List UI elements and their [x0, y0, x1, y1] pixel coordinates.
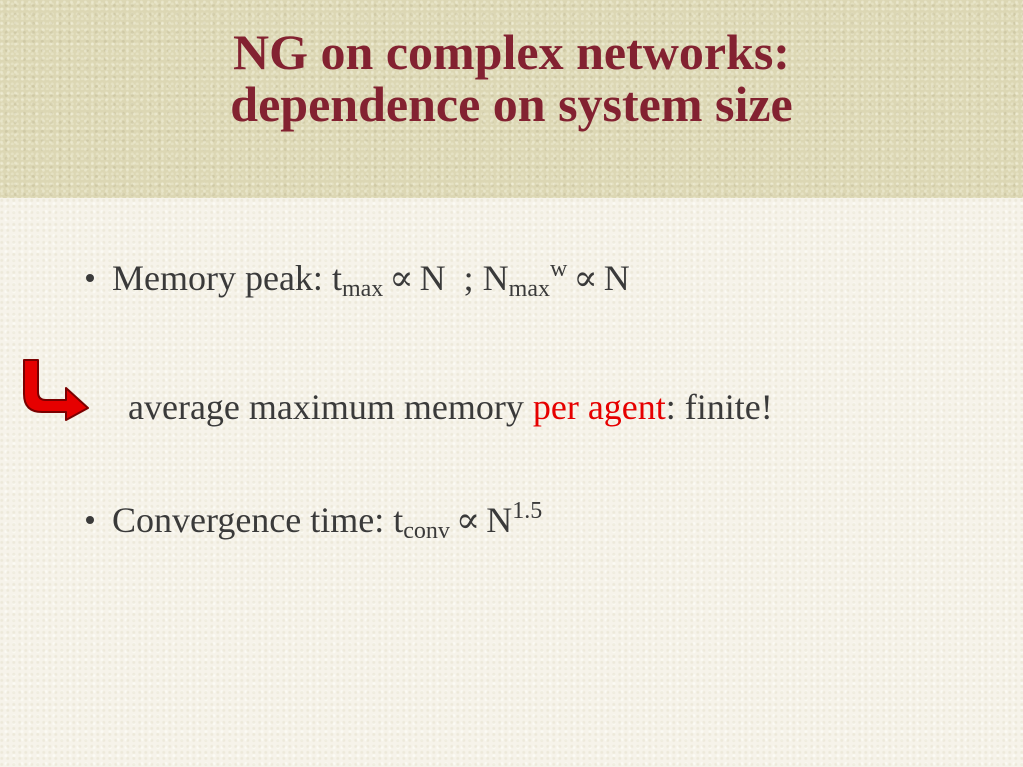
conclusion-pre: average maximum memory: [128, 387, 533, 427]
proportional-symbol-2: ∝: [573, 258, 598, 298]
convergence-exponent: 1.5: [512, 498, 543, 524]
bullet-memory-peak: Memory peak: tmax∝N ; Nmaxw∝N: [86, 256, 630, 303]
conclusion-post: : finite!: [665, 387, 773, 427]
nmax-subscript: max: [508, 276, 550, 302]
slide-title: NG on complex networks: dependence on sy…: [0, 26, 1023, 130]
memory-peak-prefix: Memory peak: t: [112, 258, 342, 298]
per-agent-highlight: per agent: [532, 387, 666, 427]
convergence-prefix: Convergence time: t: [112, 500, 404, 540]
nmax-superscript: w: [549, 256, 568, 282]
tconv-subscript: conv: [403, 518, 450, 544]
proportional-symbol-3: ∝: [455, 500, 481, 540]
memory-peak-separator: ; N: [463, 258, 509, 298]
title-band: [0, 0, 1023, 198]
bullet-dot-icon: [86, 515, 94, 524]
curved-down-right-arrow-icon: [23, 359, 89, 421]
arrow-shape: [23, 359, 89, 421]
slide-title-line1: NG on complex networks:: [233, 24, 790, 80]
bullet-dot-icon: [86, 273, 94, 282]
proportional-symbol-1: ∝: [389, 258, 414, 298]
slide-title-line2: dependence on system size: [230, 76, 793, 132]
content-area: [0, 198, 1023, 767]
conclusion-line: average maximum memory per agent: finite…: [128, 386, 773, 428]
memory-peak-end: N: [603, 258, 630, 298]
memory-peak-n: N: [419, 258, 446, 298]
tmax-subscript: max: [341, 276, 384, 302]
bullet-convergence-time: Convergence time: tconv∝N1.5: [86, 498, 542, 545]
convergence-base: N: [486, 500, 513, 540]
